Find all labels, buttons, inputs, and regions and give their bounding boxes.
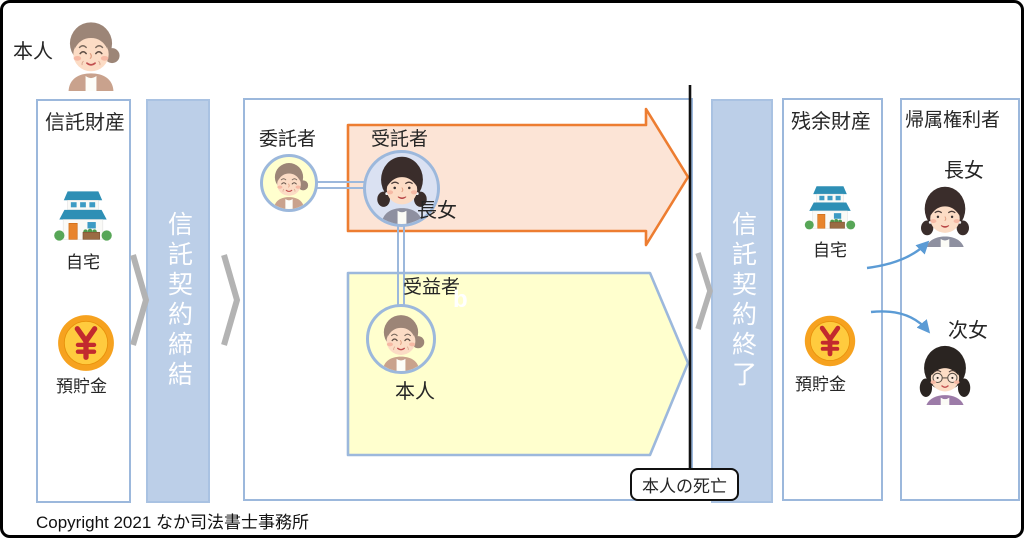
trustee-circle <box>363 150 440 227</box>
residual-assets-title: 残余財産 <box>791 111 871 133</box>
death-marker-tag: 本人の死亡 <box>630 468 739 501</box>
copyright-text: Copyright 2021 なか司法書士事務所 <box>36 513 310 532</box>
residual-home-label: 自宅 <box>813 241 847 260</box>
beneficiary-circle <box>366 304 436 374</box>
eldest-daughter-icon <box>920 186 970 247</box>
trust-assets-title: 信託財産 <box>45 112 125 134</box>
rights-holder-panel: 帰属権利者 <box>900 98 1020 501</box>
person-top-label: 本人 <box>13 41 53 63</box>
beneficiary-period-arrow-icon <box>346 271 690 457</box>
grandma-icon <box>273 162 309 209</box>
residual-savings-label: 預貯金 <box>795 375 846 394</box>
house-icon <box>804 185 856 230</box>
yen-coin-icon <box>55 312 117 374</box>
trustee-role-label: 受託者 <box>371 129 429 150</box>
yen-coin-icon <box>802 313 858 369</box>
settlor-circle <box>260 154 318 212</box>
residual-assets-panel: 残余財産 <box>782 98 883 501</box>
savings-label: 預貯金 <box>56 377 107 396</box>
relation-connector-lines <box>315 181 405 340</box>
rights-holder-title: 帰属権利者 <box>905 110 1001 131</box>
contract-start-label: 信託契約締結 <box>164 211 193 391</box>
trust-relationship-box <box>243 98 693 501</box>
settlor-role-label: 委託者 <box>259 129 317 150</box>
grandma-icon <box>67 21 121 91</box>
trustee-name-label: 長女 <box>417 200 457 222</box>
house-icon <box>53 191 113 241</box>
contract-start-bar: 信託契約締結 <box>146 99 210 503</box>
grandma-icon <box>382 314 425 371</box>
flow-chevron-icon <box>130 254 150 346</box>
flow-chevron-icon <box>221 254 241 346</box>
second-daughter-label: 次女 <box>948 320 988 342</box>
beneficiary-role-label: 受益者 <box>403 277 461 298</box>
second-daughter-icon <box>919 345 971 405</box>
trustee-period-arrow-icon <box>346 107 690 457</box>
watermark-letter: b <box>453 286 468 313</box>
flow-chevron-icon <box>695 252 713 330</box>
eldest-daughter-label: 長女 <box>944 160 984 182</box>
contract-end-label: 信託契約終了 <box>728 211 757 391</box>
beneficiary-name-label: 本人 <box>395 381 435 403</box>
home-label: 自宅 <box>66 253 100 272</box>
contract-end-bar: 信託契約終了 <box>711 99 773 503</box>
trust-assets-panel: 信託財産 <box>36 99 131 503</box>
